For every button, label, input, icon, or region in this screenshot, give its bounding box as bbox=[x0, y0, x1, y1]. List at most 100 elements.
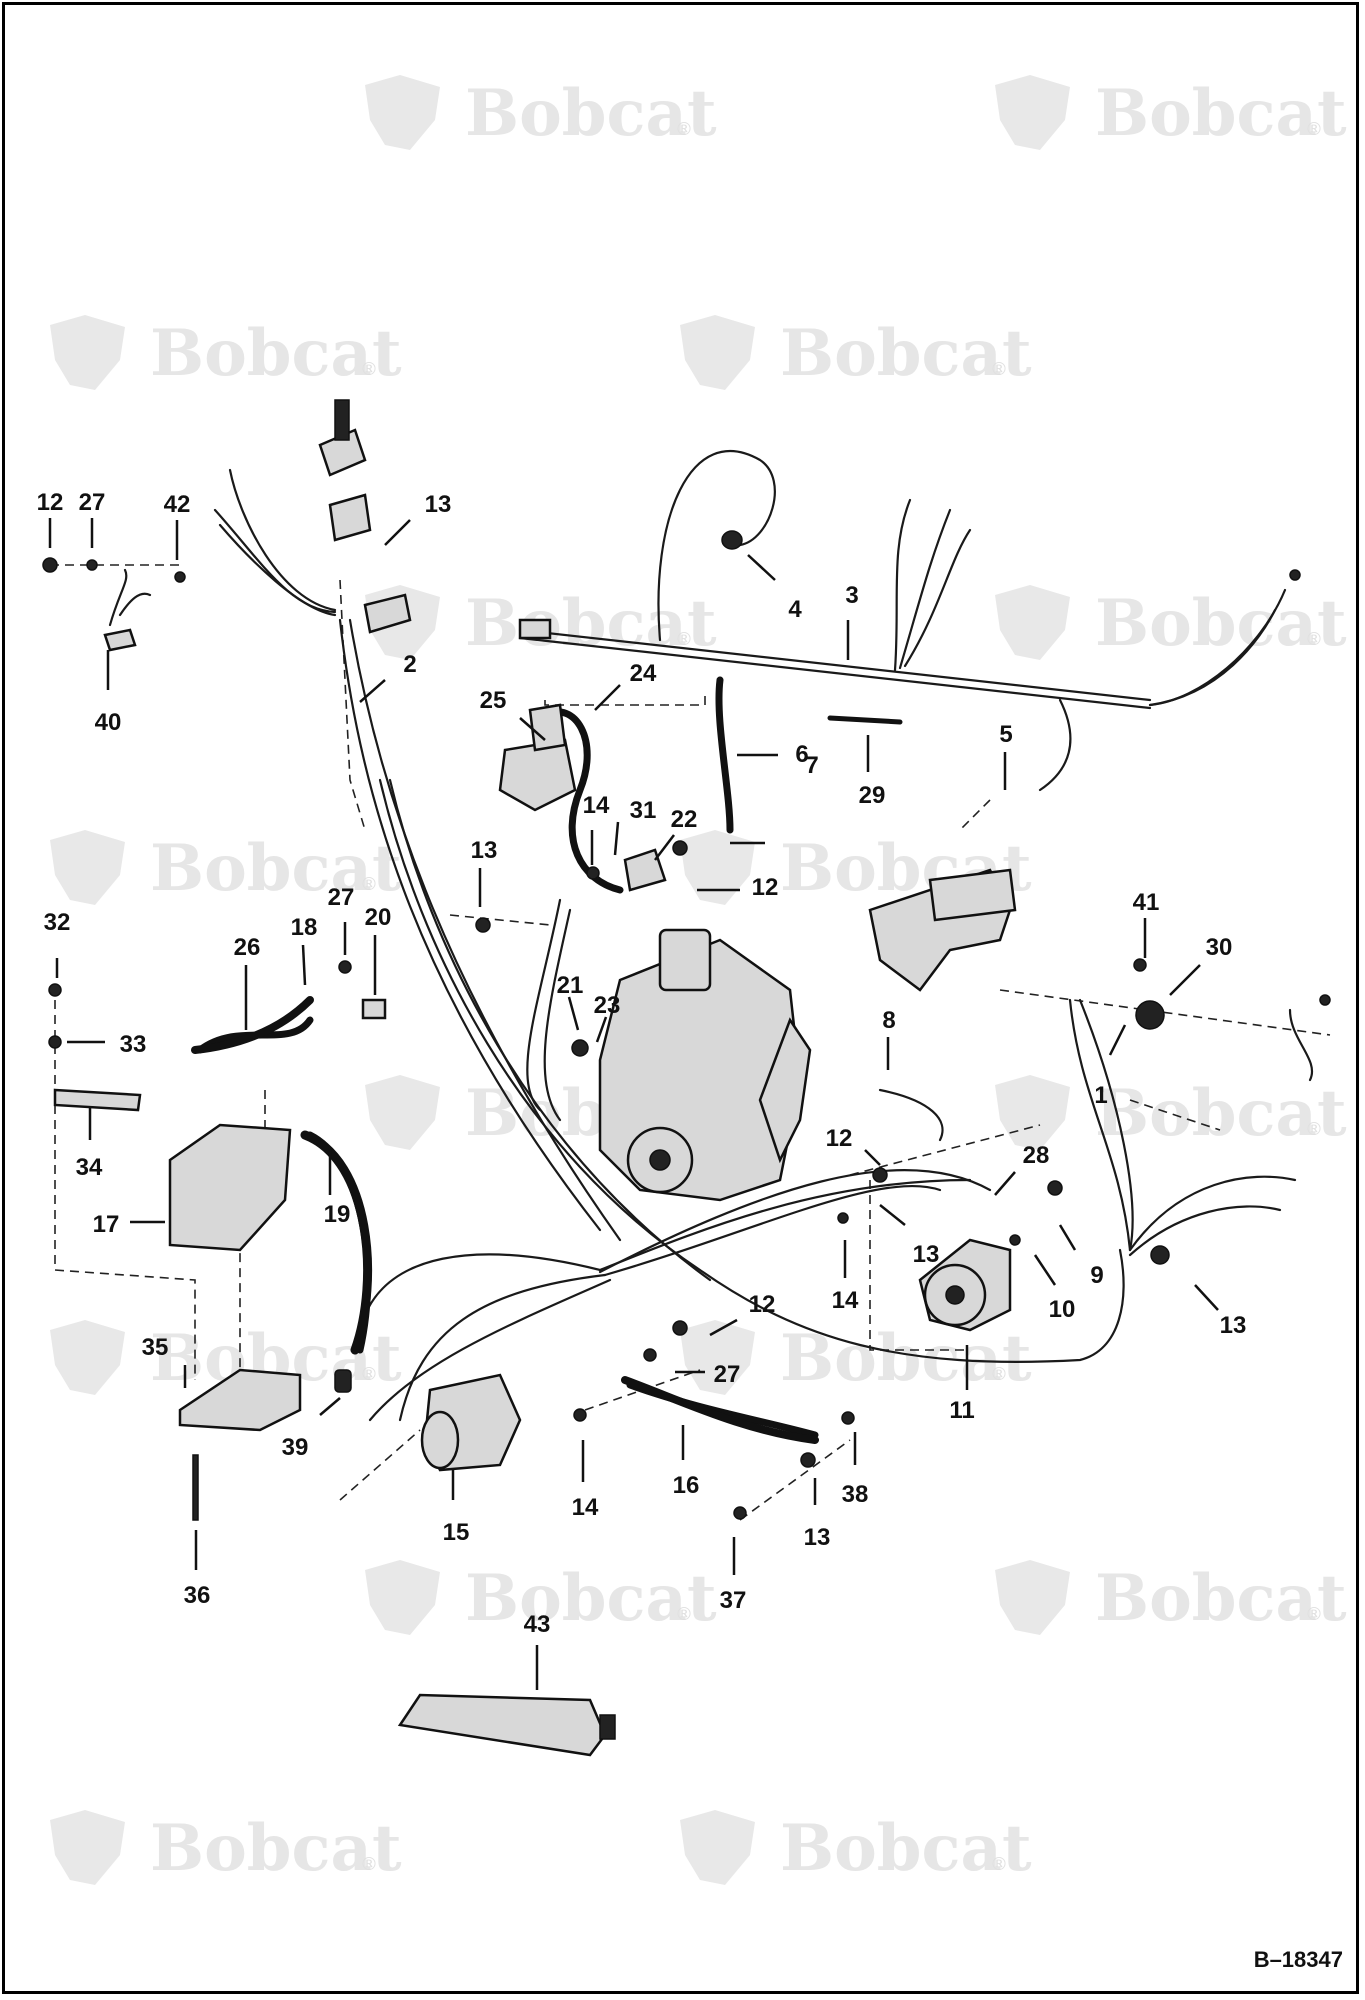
callout-number-13: 13 bbox=[471, 837, 498, 864]
callout-number-12: 12 bbox=[752, 874, 779, 901]
callout-number-12: 12 bbox=[826, 1125, 853, 1152]
watermark-registered-mark: ® bbox=[1305, 1119, 1323, 1140]
bobcat-logo-icon bbox=[680, 1810, 755, 1885]
callout-leaders bbox=[48, 518, 1219, 1690]
bobcat-logo-icon bbox=[680, 830, 755, 905]
watermark-text: Bobcat bbox=[780, 1811, 1032, 1886]
parts bbox=[42, 399, 1331, 1757]
watermark-text: Bobcat bbox=[1095, 76, 1347, 151]
watermark-registered-mark: ® bbox=[360, 359, 378, 380]
callout-number-22: 22 bbox=[671, 806, 698, 833]
callout-number-28: 28 bbox=[1023, 1142, 1050, 1169]
watermark-registered-mark: ® bbox=[990, 1364, 1008, 1385]
callout-number-27: 27 bbox=[79, 489, 106, 516]
watermark-text: Bobcat bbox=[1095, 1076, 1347, 1151]
bobcat-watermark: Bobcat® bbox=[680, 1810, 1032, 1886]
bobcat-logo-icon bbox=[995, 1560, 1070, 1635]
wiring-harness bbox=[108, 450, 1313, 1422]
callout-number-11: 11 bbox=[949, 1397, 974, 1424]
callout-number-13: 13 bbox=[1220, 1312, 1247, 1339]
watermark-text: Bobcat bbox=[150, 316, 402, 391]
bobcat-watermark: Bobcat® bbox=[50, 315, 402, 391]
bobcat-watermark: Bobcat® bbox=[365, 1560, 717, 1636]
callout-number-8: 8 bbox=[882, 1007, 895, 1034]
callout-number-34: 34 bbox=[76, 1154, 103, 1181]
watermark-registered-mark: ® bbox=[675, 1604, 693, 1625]
callout-number-14: 14 bbox=[583, 792, 610, 819]
callout-number-26: 26 bbox=[234, 934, 261, 961]
callout-number-24: 24 bbox=[630, 660, 657, 687]
callout-number-12: 12 bbox=[37, 489, 64, 516]
callout-number-1: 1 bbox=[1094, 1082, 1107, 1109]
watermark-registered-mark: ® bbox=[990, 1854, 1008, 1875]
callout-number-36: 36 bbox=[184, 1582, 211, 1609]
callout-number-6: 6 bbox=[795, 741, 808, 768]
callout-number-35: 35 bbox=[142, 1334, 169, 1361]
callout-number-37: 37 bbox=[720, 1587, 747, 1614]
callout-number-5: 5 bbox=[999, 721, 1012, 748]
watermark-layer: Bobcat®Bobcat®Bobcat®Bobcat®Bobcat®Bobca… bbox=[50, 75, 1347, 1886]
bobcat-logo-icon bbox=[680, 315, 755, 390]
bobcat-logo-icon bbox=[365, 1075, 440, 1150]
callout-number-17: 17 bbox=[93, 1211, 120, 1238]
watermark-registered-mark: ® bbox=[360, 874, 378, 895]
callout-number-13: 13 bbox=[913, 1241, 940, 1268]
watermark-registered-mark: ® bbox=[1305, 119, 1323, 140]
bobcat-watermark: Bobcat® bbox=[995, 1075, 1347, 1151]
callout-number-15: 15 bbox=[443, 1519, 470, 1546]
callout-number-32: 32 bbox=[44, 909, 71, 936]
callout-number-41: 41 bbox=[1133, 889, 1160, 916]
callout-number-7: 7 bbox=[805, 752, 818, 779]
bobcat-logo-icon bbox=[995, 1075, 1070, 1150]
assembly-dashed-lines bbox=[50, 564, 1331, 1521]
callout-number-18: 18 bbox=[291, 914, 318, 941]
watermark-text: Bobcat bbox=[1095, 586, 1347, 661]
callout-number-25: 25 bbox=[480, 687, 507, 714]
bobcat-logo-icon bbox=[50, 1320, 125, 1395]
callout-number-3: 3 bbox=[845, 582, 858, 609]
watermark-registered-mark: ® bbox=[1305, 1604, 1323, 1625]
watermark-text: Bobcat bbox=[1095, 1561, 1347, 1636]
watermark-registered-mark: ® bbox=[675, 119, 693, 140]
callout-number-13: 13 bbox=[425, 491, 452, 518]
callout-number-38: 38 bbox=[842, 1481, 869, 1508]
callout-number-40: 40 bbox=[95, 709, 122, 736]
callout-number-2: 2 bbox=[403, 651, 416, 678]
bobcat-watermark: Bobcat® bbox=[365, 75, 717, 151]
callout-number-31: 31 bbox=[630, 797, 657, 824]
bobcat-logo-icon bbox=[995, 585, 1070, 660]
bobcat-logo-icon bbox=[680, 1320, 755, 1395]
callout-number-29: 29 bbox=[859, 782, 886, 809]
watermark-registered-mark: ® bbox=[990, 359, 1008, 380]
callout-number-9: 9 bbox=[1090, 1262, 1103, 1289]
callout-number-10: 10 bbox=[1049, 1296, 1076, 1323]
bobcat-logo-icon bbox=[50, 830, 125, 905]
bobcat-watermark: Bobcat® bbox=[680, 315, 1032, 391]
watermark-text: Bobcat bbox=[465, 1561, 717, 1636]
bobcat-logo-icon bbox=[365, 1560, 440, 1635]
bobcat-watermark: Bobcat® bbox=[995, 585, 1347, 661]
watermark-text: Bobcat bbox=[465, 76, 717, 151]
callout-number-19: 19 bbox=[324, 1201, 351, 1228]
bobcat-watermark: Bobcat® bbox=[995, 1560, 1347, 1636]
callout-number-4: 4 bbox=[788, 596, 802, 623]
watermark-registered-mark: ® bbox=[1305, 629, 1323, 650]
callout-number-14: 14 bbox=[572, 1494, 599, 1521]
callout-number-43: 43 bbox=[524, 1611, 551, 1638]
watermark-text: Bobcat bbox=[150, 831, 402, 906]
bobcat-watermark: Bobcat® bbox=[50, 830, 402, 906]
callout-number-16: 16 bbox=[673, 1472, 700, 1499]
watermark-text: Bobcat bbox=[150, 1811, 402, 1886]
watermark-text: Bobcat bbox=[780, 316, 1032, 391]
watermark-registered-mark: ® bbox=[360, 1854, 378, 1875]
callout-number-12: 12 bbox=[749, 1291, 776, 1318]
callout-number-33: 33 bbox=[120, 1031, 147, 1058]
reference-code: B–18347 bbox=[1254, 1947, 1343, 1972]
bobcat-logo-icon bbox=[50, 315, 125, 390]
bobcat-logo-icon bbox=[50, 1810, 125, 1885]
callout-number-27: 27 bbox=[328, 884, 355, 911]
bobcat-watermark: Bobcat® bbox=[995, 75, 1347, 151]
